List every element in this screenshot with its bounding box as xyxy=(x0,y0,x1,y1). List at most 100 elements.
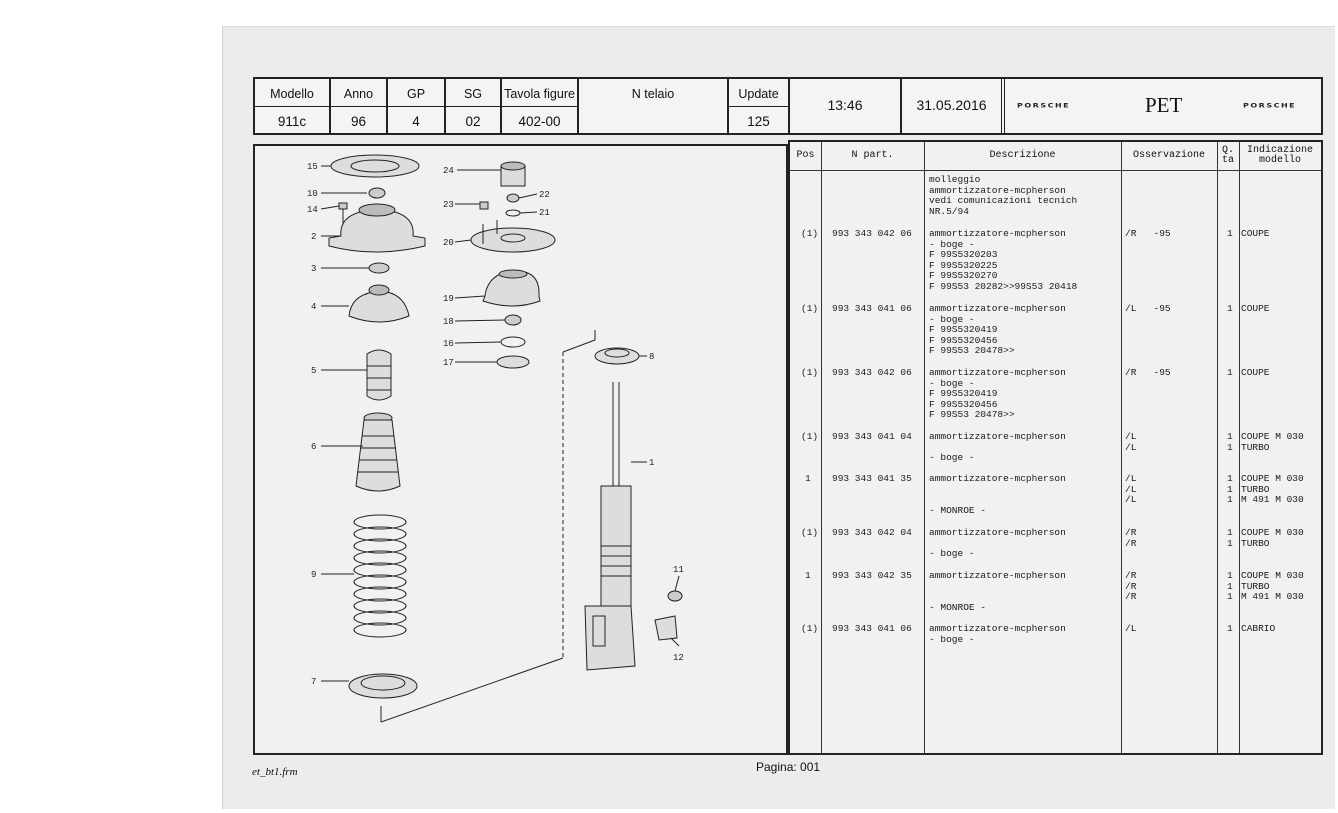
row-pos: (1) xyxy=(801,527,819,538)
row-pos: 1 xyxy=(805,570,811,581)
col-header-pos: Pos xyxy=(796,150,815,161)
header-gp: GP 4 xyxy=(388,79,446,133)
header-date: 31.05.2016 xyxy=(902,79,1005,133)
row-pos: (1) xyxy=(801,431,819,442)
row-model: COUPE M 030 TURBO M 491 M 030 xyxy=(1241,473,1304,505)
update-label: Update xyxy=(738,87,779,101)
row-part-number: 993 343 042 35 xyxy=(832,570,912,581)
svg-text:3: 3 xyxy=(311,264,316,274)
row-qty: 1 1 1 xyxy=(1227,570,1233,602)
svg-text:2: 2 xyxy=(311,232,316,242)
time-value: 13:46 xyxy=(827,97,863,113)
svg-text:21: 21 xyxy=(539,208,550,218)
row-part-number: 993 343 041 04 xyxy=(832,431,912,442)
row-part-number: 993 343 041 06 xyxy=(832,303,912,314)
row-obs: /R -95 xyxy=(1125,228,1171,239)
row-desc: molleggio ammortizzatore-mcpherson vedi … xyxy=(929,174,1078,217)
row-pos: (1) xyxy=(801,228,819,239)
row-qty: 1 xyxy=(1227,228,1233,239)
modello-label: Modello xyxy=(270,87,314,101)
row-obs: /R /R xyxy=(1125,527,1137,549)
col-header-qty: Q. ta xyxy=(1221,145,1234,166)
header-modello: Modello 911c xyxy=(255,79,331,133)
row-part-number: 993 343 042 06 xyxy=(832,367,912,378)
svg-text:16: 16 xyxy=(443,339,454,349)
row-desc: ammortizzatore-mcpherson - MONROE - xyxy=(929,473,1066,516)
svg-text:19: 19 xyxy=(443,294,454,304)
svg-text:14: 14 xyxy=(307,205,318,215)
row-pos: 1 xyxy=(805,473,811,484)
svg-text:18: 18 xyxy=(443,317,454,327)
svg-text:20: 20 xyxy=(443,238,454,248)
row-qty: 1 xyxy=(1227,303,1233,314)
row-desc: ammortizzatore-mcpherson - boge - F 99S5… xyxy=(929,303,1066,356)
svg-text:24: 24 xyxy=(443,166,454,176)
row-obs: /R /R /R xyxy=(1125,570,1137,602)
svg-text:8: 8 xyxy=(649,352,654,362)
form-name: et_bt1.frm xyxy=(252,766,298,778)
row-obs: /L -95 xyxy=(1125,303,1171,314)
svg-text:12: 12 xyxy=(673,653,684,663)
row-model: COUPE M 030 TURBO xyxy=(1241,431,1304,453)
update-value: 125 xyxy=(747,114,770,129)
svg-text:4: 4 xyxy=(311,302,316,312)
row-obs: /L xyxy=(1125,623,1137,634)
sg-label: SG xyxy=(463,87,483,101)
modello-value: 911c xyxy=(277,114,307,129)
row-obs: /R -95 xyxy=(1125,367,1171,378)
row-desc: ammortizzatore-mcpherson - boge - xyxy=(929,431,1066,463)
anno-label: Anno xyxy=(343,87,374,101)
header-anno: Anno 96 xyxy=(331,79,388,133)
porsche-logo-right: PORSCHE xyxy=(1243,102,1297,109)
col-header-part: N part. xyxy=(851,150,894,161)
app-name: PET xyxy=(1145,93,1183,117)
row-obs: /L /L xyxy=(1125,431,1137,453)
document-sheet: Modello 911c Anno 96 GP 4 SG 02 Tavola f… xyxy=(222,26,1335,809)
row-model: COUPE xyxy=(1241,303,1270,314)
svg-text:17: 17 xyxy=(443,358,454,368)
row-part-number: 993 343 041 06 xyxy=(832,623,912,634)
parts-table: Pos N part. Descrizione Osservazione Q. … xyxy=(788,140,1323,755)
row-pos: (1) xyxy=(801,367,819,378)
svg-text:7: 7 xyxy=(311,677,316,687)
row-model: CABRIO xyxy=(1241,623,1276,634)
gp-value: 4 xyxy=(412,114,420,129)
tavola-label: Tavola figure xyxy=(504,87,575,101)
row-model: COUPE M 030 TURBO xyxy=(1241,527,1304,549)
col-header-desc: Descrizione xyxy=(989,150,1056,161)
sg-value: 02 xyxy=(465,114,481,129)
row-pos: (1) xyxy=(801,623,819,634)
svg-text:10: 10 xyxy=(307,189,318,199)
row-model: COUPE xyxy=(1241,228,1270,239)
row-qty: 1 1 xyxy=(1227,527,1233,549)
svg-text:15: 15 xyxy=(307,162,318,172)
row-desc: ammortizzatore-mcpherson - MONROE - xyxy=(929,570,1066,613)
row-desc: ammortizzatore-mcpherson - boge - xyxy=(929,623,1066,645)
header-bar: Modello 911c Anno 96 GP 4 SG 02 Tavola f… xyxy=(253,77,1323,135)
col-header-obs: Osservazione xyxy=(1132,150,1205,161)
row-desc: ammortizzatore-mcpherson - boge - F 99S5… xyxy=(929,228,1078,292)
row-model: COUPE xyxy=(1241,367,1270,378)
header-update: Update 125 xyxy=(729,79,790,133)
svg-text:9: 9 xyxy=(311,570,316,580)
svg-text:23: 23 xyxy=(443,200,454,210)
header-brand: PORSCHE PET PORSCHE xyxy=(1005,79,1321,133)
row-qty: 1 1 1 xyxy=(1227,473,1233,505)
row-model: COUPE M 030 TURBO M 491 M 030 xyxy=(1241,570,1304,602)
svg-text:11: 11 xyxy=(673,565,684,575)
porsche-logo-left: PORSCHE xyxy=(1017,102,1071,109)
row-pos: (1) xyxy=(801,303,819,314)
svg-text:1: 1 xyxy=(649,458,654,468)
col-header-model: Indicazione modello xyxy=(1246,145,1313,166)
row-obs: /L /L /L xyxy=(1125,473,1137,505)
row-part-number: 993 343 042 06 xyxy=(832,228,912,239)
row-part-number: 993 343 042 04 xyxy=(832,527,912,538)
row-part-number: 993 343 041 35 xyxy=(832,473,912,484)
row-desc: ammortizzatore-mcpherson - boge - F 99S5… xyxy=(929,367,1066,420)
svg-text:22: 22 xyxy=(539,190,550,200)
header-telaio: N telaio xyxy=(579,79,729,133)
date-value: 31.05.2016 xyxy=(916,97,987,113)
telaio-label: N telaio xyxy=(631,87,675,101)
